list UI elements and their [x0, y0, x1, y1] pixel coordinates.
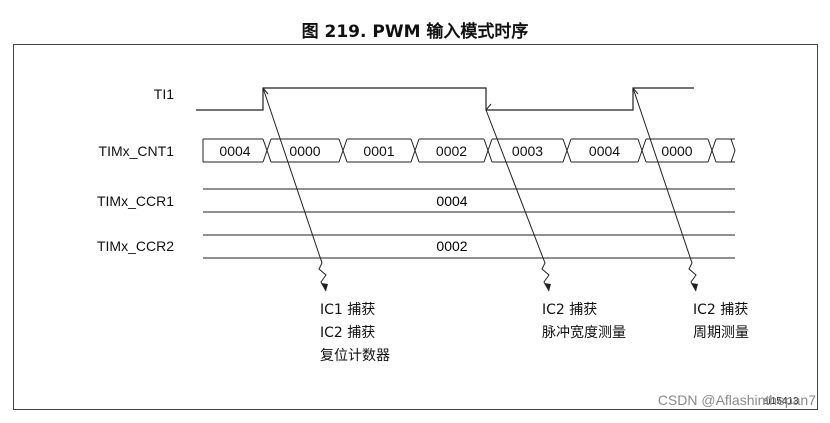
figure-id: ai15413	[763, 396, 799, 407]
annotation-line: 脉冲宽度测量	[542, 325, 626, 341]
diagram-frame	[13, 44, 818, 410]
ccr1-label: TIMx_CCR1	[97, 193, 174, 209]
counter-bus	[202, 138, 736, 163]
arrow-head-2	[544, 283, 551, 291]
ti1-label: TI1	[154, 86, 174, 102]
annotation-line: IC2 捕获	[320, 325, 376, 341]
counter-value: 0003	[512, 143, 543, 159]
annotation-line: IC1 捕获	[320, 302, 376, 318]
ccr1-value: 0004	[436, 193, 467, 209]
counter-value: 0004	[219, 143, 250, 159]
cnt-label: TIMx_CNT1	[99, 143, 175, 159]
ccr2-label: TIMx_CCR2	[97, 238, 174, 254]
counter-value: 0001	[363, 143, 394, 159]
capture-arrow-2	[485, 109, 550, 292]
annotation-line: 复位计数器	[320, 348, 390, 364]
annotation-line: IC2 捕获	[542, 302, 598, 318]
watermark: CSDN @Aflashinthepan7	[657, 392, 816, 408]
ti1-edge-markers	[262, 87, 639, 111]
annotation-line: IC2 捕获	[693, 302, 749, 318]
counter-value: 0002	[436, 143, 467, 159]
ccr2-value: 0002	[436, 238, 467, 254]
figure-title: 图 219. PWM 输入模式时序	[301, 22, 529, 42]
arrow-head-1	[321, 283, 328, 291]
counter-value: 0000	[661, 143, 692, 159]
arrow-head-3	[691, 283, 698, 291]
counter-values: 0004 0000 0001 0002 0003 0004 0000	[219, 143, 692, 159]
counter-value: 0004	[589, 143, 620, 159]
ti1-waveform	[196, 87, 694, 111]
counter-value: 0000	[289, 143, 320, 159]
annotation-period: IC2 捕获 周期测量	[693, 299, 749, 345]
annotation-pulse-width: IC2 捕获 脉冲宽度测量	[542, 299, 626, 345]
annotation-line: 周期测量	[693, 325, 749, 341]
annotation-ic1-capture: IC1 捕获 IC2 捕获 复位计数器	[320, 299, 390, 368]
